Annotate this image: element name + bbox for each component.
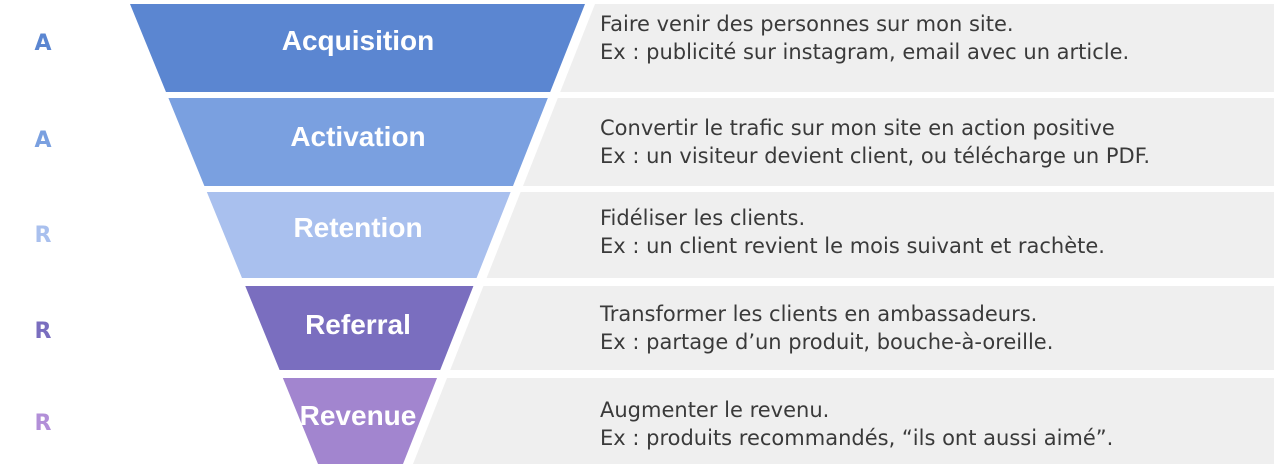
description-line: Faire venir des personnes sur mon site. xyxy=(600,12,1014,36)
stage-letter-activation: A xyxy=(34,128,52,153)
description-example: Ex : un visiteur devient client, ou télé… xyxy=(600,144,1151,168)
description-panel-acquisition xyxy=(560,4,1274,92)
description-example: Ex : partage d’un produit, bouche-à-orei… xyxy=(600,330,1054,354)
stage-description-acquisition: Faire venir des personnes sur mon site. … xyxy=(600,10,1129,66)
stage-letter-acquisition: A xyxy=(34,31,52,56)
stage-title-revenue: Revenue xyxy=(299,400,417,431)
description-example: Ex : produits recommandés, “ils ont auss… xyxy=(600,426,1114,450)
description-line: Convertir le trafic sur mon site en acti… xyxy=(600,116,1115,140)
description-example: Ex : un client revient le mois suivant e… xyxy=(600,234,1105,258)
stage-title-activation: Activation xyxy=(290,121,426,152)
funnel-segment-acquisition xyxy=(130,4,585,92)
stage-letter-retention: R xyxy=(34,223,52,248)
description-panel-revenue xyxy=(413,378,1274,464)
funnel-segment-retention xyxy=(206,192,511,278)
description-line: Augmenter le revenu. xyxy=(600,398,830,422)
description-panel-activation xyxy=(522,98,1274,186)
description-panel-referral xyxy=(450,286,1274,370)
stage-letter-revenue: R xyxy=(34,411,52,436)
description-panel-retention xyxy=(486,192,1274,278)
stage-description-revenue: Augmenter le revenu. Ex : produits recom… xyxy=(600,396,1113,452)
description-line: Fidéliser les clients. xyxy=(600,206,806,230)
stage-description-activation: Convertir le trafic sur mon site en acti… xyxy=(600,114,1150,170)
description-line: Transformer les clients en ambassadeurs. xyxy=(600,302,1038,326)
stage-title-acquisition: Acquisition xyxy=(281,25,435,56)
stage-letter-referral: R xyxy=(34,319,52,344)
funnel-segment-revenue xyxy=(282,378,438,464)
stage-title-referral: Referral xyxy=(305,309,411,340)
funnel-segment-activation xyxy=(168,98,548,186)
stage-description-retention: Fidéliser les clients. Ex : un client re… xyxy=(600,204,1105,260)
description-example: Ex : publicité sur instagram, email avec… xyxy=(600,40,1130,64)
funnel-segment-referral xyxy=(245,286,474,370)
stage-description-referral: Transformer les clients en ambassadeurs.… xyxy=(600,300,1053,356)
stage-title-retention: Retention xyxy=(293,212,423,243)
